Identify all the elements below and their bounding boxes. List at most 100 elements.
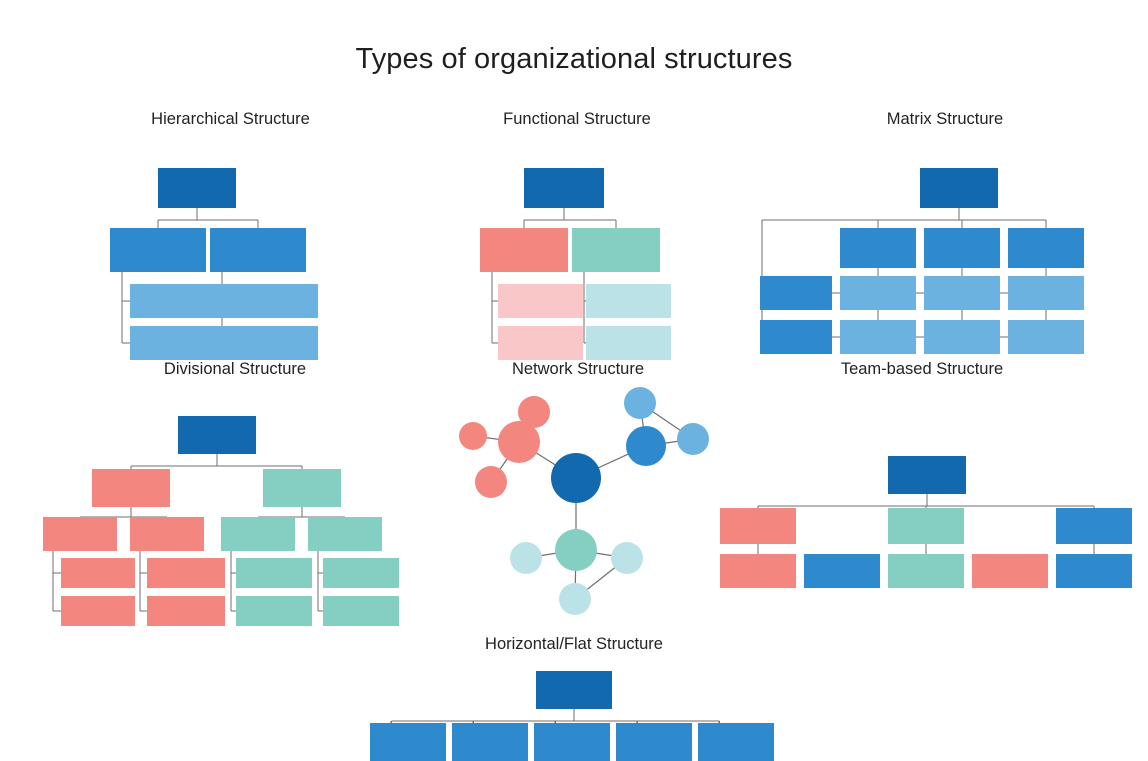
box-dept-1-1[interactable]	[43, 517, 117, 551]
box-cell-2-1[interactable]	[840, 320, 916, 354]
nodes-network	[459, 387, 709, 615]
box-function-1[interactable]	[840, 228, 916, 268]
box-team-3[interactable]	[1056, 508, 1132, 544]
box-cell-2-2[interactable]	[924, 320, 1000, 354]
box-member-1[interactable]	[720, 554, 796, 588]
box-member-3[interactable]	[888, 554, 964, 588]
connectors-team-based	[757, 494, 1095, 554]
nodes-functional	[480, 168, 671, 360]
box-unit-2-1[interactable]	[586, 284, 671, 318]
box-team-2-1-1[interactable]	[236, 558, 312, 588]
connectors-horizontal-flat	[390, 709, 720, 723]
network-node-node-teal-2[interactable]	[611, 542, 643, 574]
box-member-4[interactable]	[972, 554, 1048, 588]
box-team-2-1-2[interactable]	[236, 596, 312, 626]
box-unit-3[interactable]	[534, 723, 610, 761]
panel-title-horizontal-flat: Horizontal/Flat Structure	[485, 635, 663, 653]
box-function-3[interactable]	[1008, 228, 1084, 268]
box-unit-4[interactable]	[616, 723, 692, 761]
box-leaf-1-2[interactable]	[130, 326, 226, 360]
panel-divisional: Divisional Structure	[35, 360, 435, 626]
panel-team-based: Team-based Structure	[712, 360, 1132, 620]
box-unit-1-2[interactable]	[498, 326, 583, 360]
panel-hierarchical: Hierarchical Structure	[58, 110, 403, 360]
network-node-hub-center[interactable]	[551, 453, 601, 503]
network-node-node-red-2[interactable]	[518, 396, 550, 428]
box-cell-1-3[interactable]	[1008, 276, 1084, 310]
box-project-1[interactable]	[760, 276, 832, 310]
network-node-node-red-3[interactable]	[475, 466, 507, 498]
box-root[interactable]	[178, 416, 256, 454]
panel-functional: Functional Structure	[432, 110, 722, 360]
nodes-matrix	[760, 168, 1084, 354]
box-team-2-2-1[interactable]	[323, 558, 399, 588]
panel-title-functional: Functional Structure	[503, 110, 651, 128]
box-division-2[interactable]	[263, 469, 341, 507]
box-root[interactable]	[920, 168, 998, 208]
box-unit-1-1[interactable]	[498, 284, 583, 318]
box-root[interactable]	[158, 168, 236, 208]
box-root[interactable]	[536, 671, 612, 709]
box-cell-1-2[interactable]	[924, 276, 1000, 310]
panel-title-network: Network Structure	[511, 360, 645, 378]
nodes-hierarchical	[110, 168, 318, 360]
chart-divisional	[43, 416, 399, 626]
network-node-node-teal-3[interactable]	[559, 583, 591, 615]
box-member-2[interactable]	[804, 554, 880, 588]
connectors-functional	[491, 208, 617, 344]
panel-matrix: Matrix Structure	[760, 110, 1130, 354]
network-node-hub-blue[interactable]	[626, 426, 666, 466]
box-team-1[interactable]	[720, 508, 796, 544]
box-team-2-2-2[interactable]	[323, 596, 399, 626]
network-node-node-blue-1[interactable]	[624, 387, 656, 419]
box-team-2[interactable]	[888, 508, 964, 544]
box-root[interactable]	[524, 168, 604, 208]
panel-title-matrix: Matrix Structure	[886, 110, 1004, 128]
box-branch-1[interactable]	[110, 228, 206, 272]
box-team-1-2-2[interactable]	[147, 596, 225, 626]
box-member-5[interactable]	[1056, 554, 1132, 588]
box-project-2[interactable]	[760, 320, 832, 354]
box-team-1-1-2[interactable]	[61, 596, 135, 626]
box-leaf-1-1[interactable]	[130, 284, 226, 318]
network-node-node-blue-2[interactable]	[677, 423, 709, 455]
box-unit-1[interactable]	[370, 723, 446, 761]
connectors-divisional	[52, 454, 345, 612]
nodes-divisional	[43, 416, 399, 626]
panel-network: Network Structure	[443, 360, 713, 620]
box-team-1-2-1[interactable]	[147, 558, 225, 588]
network-node-node-teal-1[interactable]	[510, 542, 542, 574]
box-unit-5[interactable]	[698, 723, 774, 761]
network-node-node-red-1[interactable]	[459, 422, 487, 450]
box-cell-1-1[interactable]	[840, 276, 916, 310]
page-title: Types of organizational structures	[355, 43, 793, 76]
box-root[interactable]	[888, 456, 966, 494]
box-dept-2-1[interactable]	[221, 517, 295, 551]
box-leaf-2-1[interactable]	[222, 284, 318, 318]
box-division-1[interactable]	[480, 228, 568, 272]
chart-horizontal-flat	[370, 671, 774, 761]
box-division-1[interactable]	[92, 469, 170, 507]
box-dept-1-2[interactable]	[130, 517, 204, 551]
box-branch-2[interactable]	[210, 228, 306, 272]
box-unit-2[interactable]	[452, 723, 528, 761]
box-leaf-2-2[interactable]	[222, 326, 318, 360]
box-unit-2-2[interactable]	[586, 326, 671, 360]
chart-matrix	[760, 168, 1084, 354]
box-dept-2-2[interactable]	[308, 517, 382, 551]
panel-title-divisional: Divisional Structure	[163, 360, 307, 378]
chart-hierarchical	[110, 168, 318, 360]
box-cell-2-3[interactable]	[1008, 320, 1084, 354]
panel-title-team-based: Team-based Structure	[840, 360, 1004, 378]
network-node-hub-red[interactable]	[498, 421, 540, 463]
connectors-matrix	[760, 208, 1047, 338]
box-function-2[interactable]	[924, 228, 1000, 268]
box-team-1-1-1[interactable]	[61, 558, 135, 588]
box-division-2[interactable]	[572, 228, 660, 272]
nodes-team-based	[720, 456, 1132, 588]
chart-network	[459, 387, 709, 615]
nodes-horizontal-flat	[370, 671, 774, 761]
chart-team-based	[720, 456, 1132, 588]
network-node-hub-teal[interactable]	[555, 529, 597, 571]
panel-horizontal-flat: Horizontal/Flat Structure	[364, 635, 784, 761]
